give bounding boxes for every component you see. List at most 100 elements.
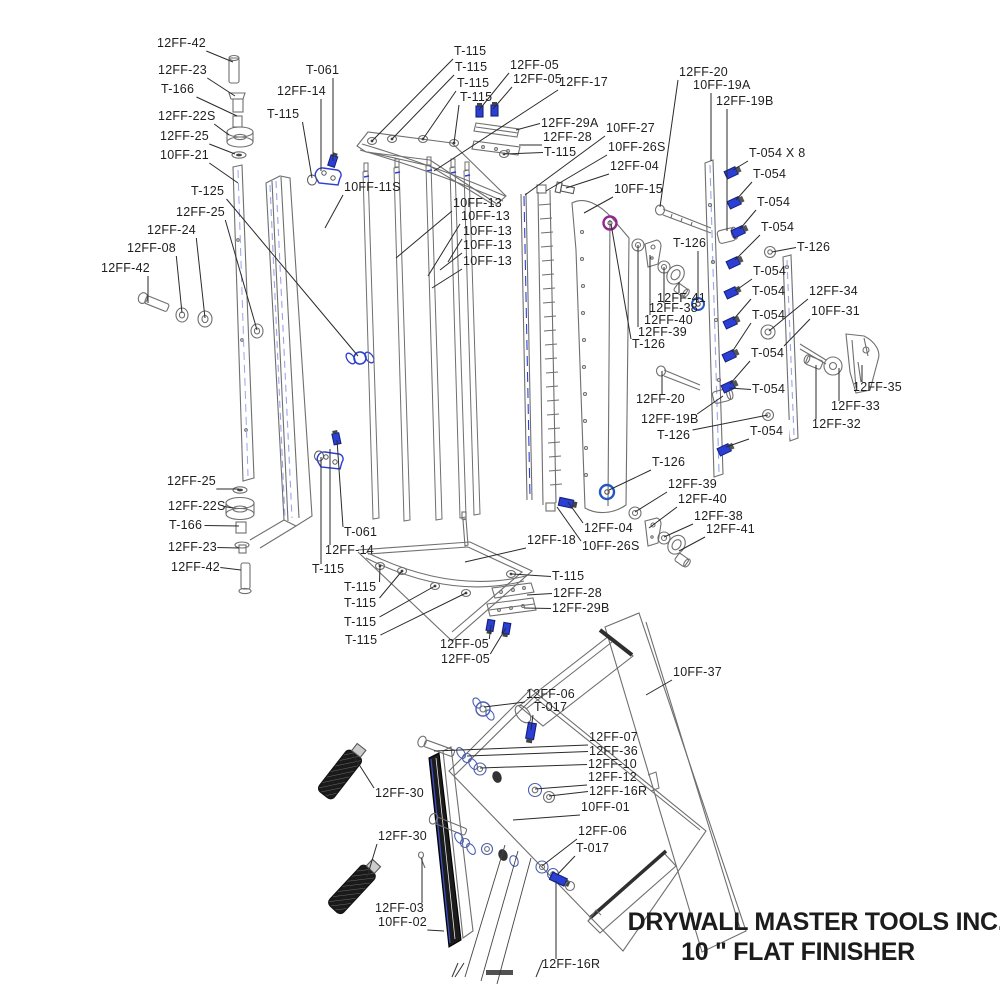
part-label: 12FF-05 xyxy=(440,637,489,651)
part-label: T-061 xyxy=(306,63,340,77)
leader-line xyxy=(556,855,576,876)
leader-line xyxy=(492,86,513,110)
part-label: T-054 xyxy=(752,308,786,322)
part-label: 12FF-29B xyxy=(552,601,610,615)
part-label: 10FF-27 xyxy=(606,121,655,135)
part-label: 12FF-30 xyxy=(378,829,427,843)
right-parts xyxy=(799,333,880,394)
part-label: T-126 xyxy=(657,428,691,442)
part-label: 10FF-13 xyxy=(461,209,510,223)
leader-line xyxy=(324,194,344,229)
part-label: 10FF-11S xyxy=(344,180,401,194)
part-label: 12FF-14 xyxy=(325,543,374,557)
part-label: 10FF-13 xyxy=(463,254,512,268)
leader-line xyxy=(728,387,752,390)
product-title: 10 " FLAT FINISHER xyxy=(681,938,915,966)
company-title: DRYWALL MASTER TOOLS INC. xyxy=(627,908,1000,936)
leader-line xyxy=(380,592,467,636)
leader-line xyxy=(302,121,313,179)
part-label: T-054 X 8 xyxy=(749,146,806,160)
leader-line xyxy=(464,547,527,563)
part-label: T-115 xyxy=(344,596,377,610)
leader-line xyxy=(336,439,344,528)
leader-line xyxy=(220,567,242,571)
leader-line xyxy=(195,237,206,319)
leader-line xyxy=(433,744,589,752)
center-assembly xyxy=(520,181,630,514)
cluster-lower xyxy=(628,506,691,568)
part-label: 12FF-17 xyxy=(559,75,608,89)
leader-line xyxy=(735,181,753,201)
part-label: T-126 xyxy=(797,240,831,254)
leader-line xyxy=(608,469,652,491)
leader-line xyxy=(196,96,238,117)
part-label: T-054 xyxy=(752,382,786,396)
leader-line xyxy=(511,573,552,577)
leader-line xyxy=(466,751,589,757)
part-label: T-115 xyxy=(544,145,577,159)
leader-line xyxy=(783,318,811,347)
part-label: T-115 xyxy=(457,76,490,90)
part-label: 12FF-18 xyxy=(527,533,576,547)
part-label: 12FF-39 xyxy=(638,325,687,339)
leader-line xyxy=(725,438,750,448)
part-label: 12FF-34 xyxy=(809,284,858,298)
leader-line xyxy=(610,223,632,340)
part-label: T-054 xyxy=(751,346,785,360)
leader-line xyxy=(427,929,445,932)
part-label: T-126 xyxy=(632,337,666,351)
part-label: T-017 xyxy=(576,841,610,855)
leader-line xyxy=(696,395,724,415)
leader-line xyxy=(515,123,541,131)
leader-line xyxy=(391,74,455,140)
right-rail xyxy=(654,159,799,478)
leader-line xyxy=(209,162,239,184)
part-label: T-017 xyxy=(534,700,568,714)
leader-line xyxy=(648,506,678,529)
leader-line xyxy=(433,89,559,172)
leader-line xyxy=(447,238,463,263)
leader-line xyxy=(453,104,460,144)
part-label: 10FF-31 xyxy=(811,304,860,318)
part-label: 12FF-03 xyxy=(375,901,424,915)
part-label: T-054 xyxy=(753,264,787,278)
leader-line xyxy=(556,506,582,542)
part-label: 12FF-22S xyxy=(168,499,226,513)
part-label: T-054 xyxy=(761,220,795,234)
part-label: 12FF-40 xyxy=(644,313,693,327)
leader-line xyxy=(771,247,797,253)
part-label: 10FF-02 xyxy=(378,915,427,929)
channel-10ff-11s xyxy=(249,175,313,549)
part-label: 10FF-13 xyxy=(463,224,512,238)
leader-line xyxy=(226,198,359,357)
part-label: 12FF-38 xyxy=(649,301,698,315)
lower-frame xyxy=(357,511,537,642)
part-label: 12FF-23 xyxy=(158,63,207,77)
part-label: 12FF-24 xyxy=(147,223,196,237)
leader-line xyxy=(541,838,578,867)
part-label: 12FF-28 xyxy=(553,586,602,600)
leader-line xyxy=(534,784,588,790)
leader-line xyxy=(427,223,461,277)
part-label: T-125 xyxy=(191,184,225,198)
part-label: 12FF-04 xyxy=(610,159,659,173)
leader-line xyxy=(479,764,588,769)
part-label: 12FF-06 xyxy=(578,824,627,838)
part-label: 12FF-42 xyxy=(101,261,150,275)
part-label: T-115 xyxy=(344,615,377,629)
leader-line xyxy=(583,196,614,214)
leader-line xyxy=(213,123,230,136)
part-label: 12FF-04 xyxy=(584,521,633,535)
part-label: 12FF-06 xyxy=(526,687,575,701)
leader-line xyxy=(526,593,553,596)
part-label: T-115 xyxy=(455,60,488,74)
part-label: 12FF-19B xyxy=(716,94,774,108)
part-label: 12FF-36 xyxy=(589,744,638,758)
leader-line xyxy=(732,298,752,321)
left-post-stack-bottom xyxy=(225,486,255,595)
part-label: 12FF-28 xyxy=(543,130,592,144)
leader-line xyxy=(439,252,463,271)
leader-line xyxy=(379,565,381,583)
